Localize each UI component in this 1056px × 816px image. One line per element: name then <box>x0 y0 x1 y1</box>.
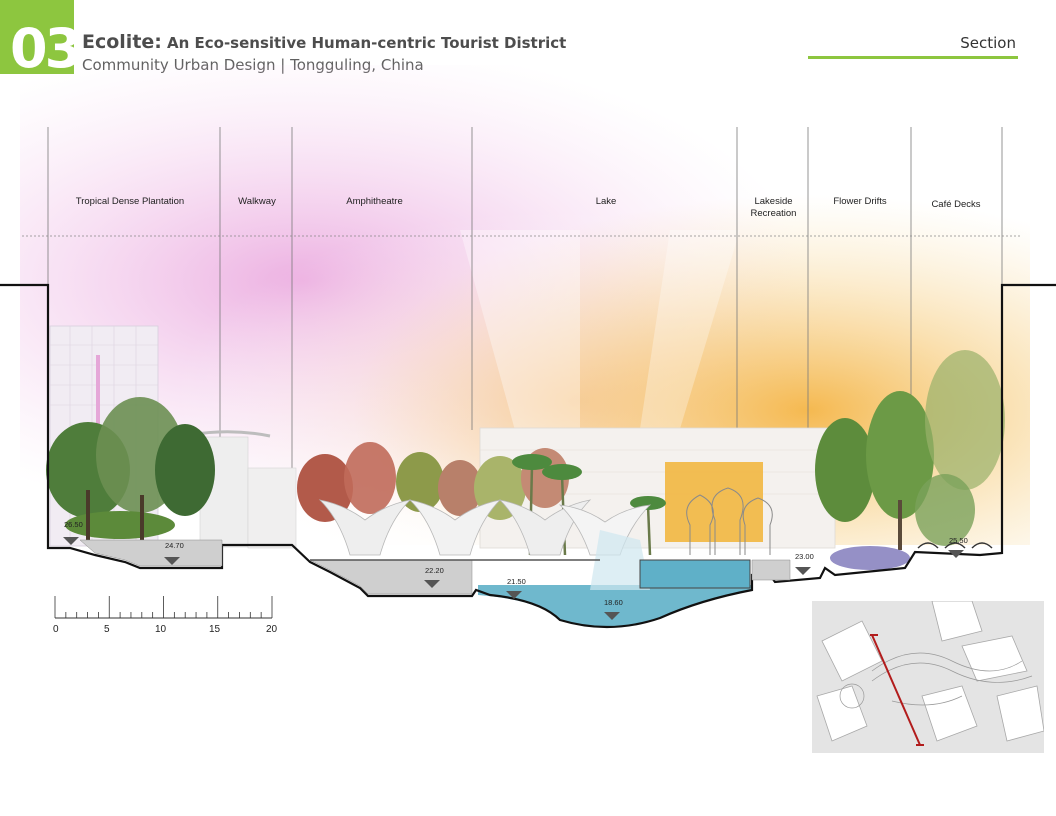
zone-label-amphitheatre: Amphitheatre <box>346 196 403 207</box>
scale-bar <box>54 596 273 619</box>
zone-dividers <box>47 127 1003 470</box>
elevation-markers <box>63 537 964 620</box>
section-number-badge: 03 <box>0 0 74 74</box>
zone-label-lakeside-recreation: Lakeside Recreation <box>750 196 797 219</box>
zone-label-lake: Lake <box>595 196 617 207</box>
elevation-label: 18.60 <box>604 598 623 607</box>
tensile-canopies <box>318 499 652 556</box>
scale-label: 5 <box>104 624 110 635</box>
section-underline <box>808 56 1018 59</box>
elevation-label: 21.50 <box>507 577 526 586</box>
elevation-label: 24.70 <box>165 541 184 550</box>
scale-label: 0 <box>53 624 59 635</box>
vegetation <box>46 350 1005 570</box>
title-tagline: An Eco-sensitive Human-centric Tourist D… <box>166 34 567 52</box>
elevation-label: 22.20 <box>425 566 444 575</box>
lake-water <box>478 585 752 628</box>
section-cut-line <box>871 634 921 746</box>
zone-label-flower-drifts: Flower Drifts <box>833 196 887 207</box>
zone-label-tropical-dense-plantation: Tropical Dense Plantation <box>75 196 185 207</box>
section-label: Section <box>960 34 1016 52</box>
key-plan-map <box>812 601 1044 753</box>
lakeside-pool <box>639 559 751 589</box>
fountain-spray <box>590 530 650 590</box>
elevation-label: 26.50 <box>64 520 83 529</box>
title-brand: Ecolite: <box>82 31 162 53</box>
scale-label: 15 <box>209 624 221 635</box>
elevation-label: 25.50 <box>949 536 968 545</box>
cafe-umbrellas <box>917 542 993 549</box>
scale-label: 10 <box>155 624 167 635</box>
elevation-label: 23.00 <box>795 552 814 561</box>
terrace-hatch <box>79 539 791 595</box>
zone-label-cafe-decks: Café Decks <box>931 199 981 210</box>
scale-label: 20 <box>266 624 278 635</box>
page-title: Ecolite: An Eco-sensitive Human-centric … <box>82 31 566 53</box>
zone-label-walkway: Walkway <box>238 196 276 207</box>
